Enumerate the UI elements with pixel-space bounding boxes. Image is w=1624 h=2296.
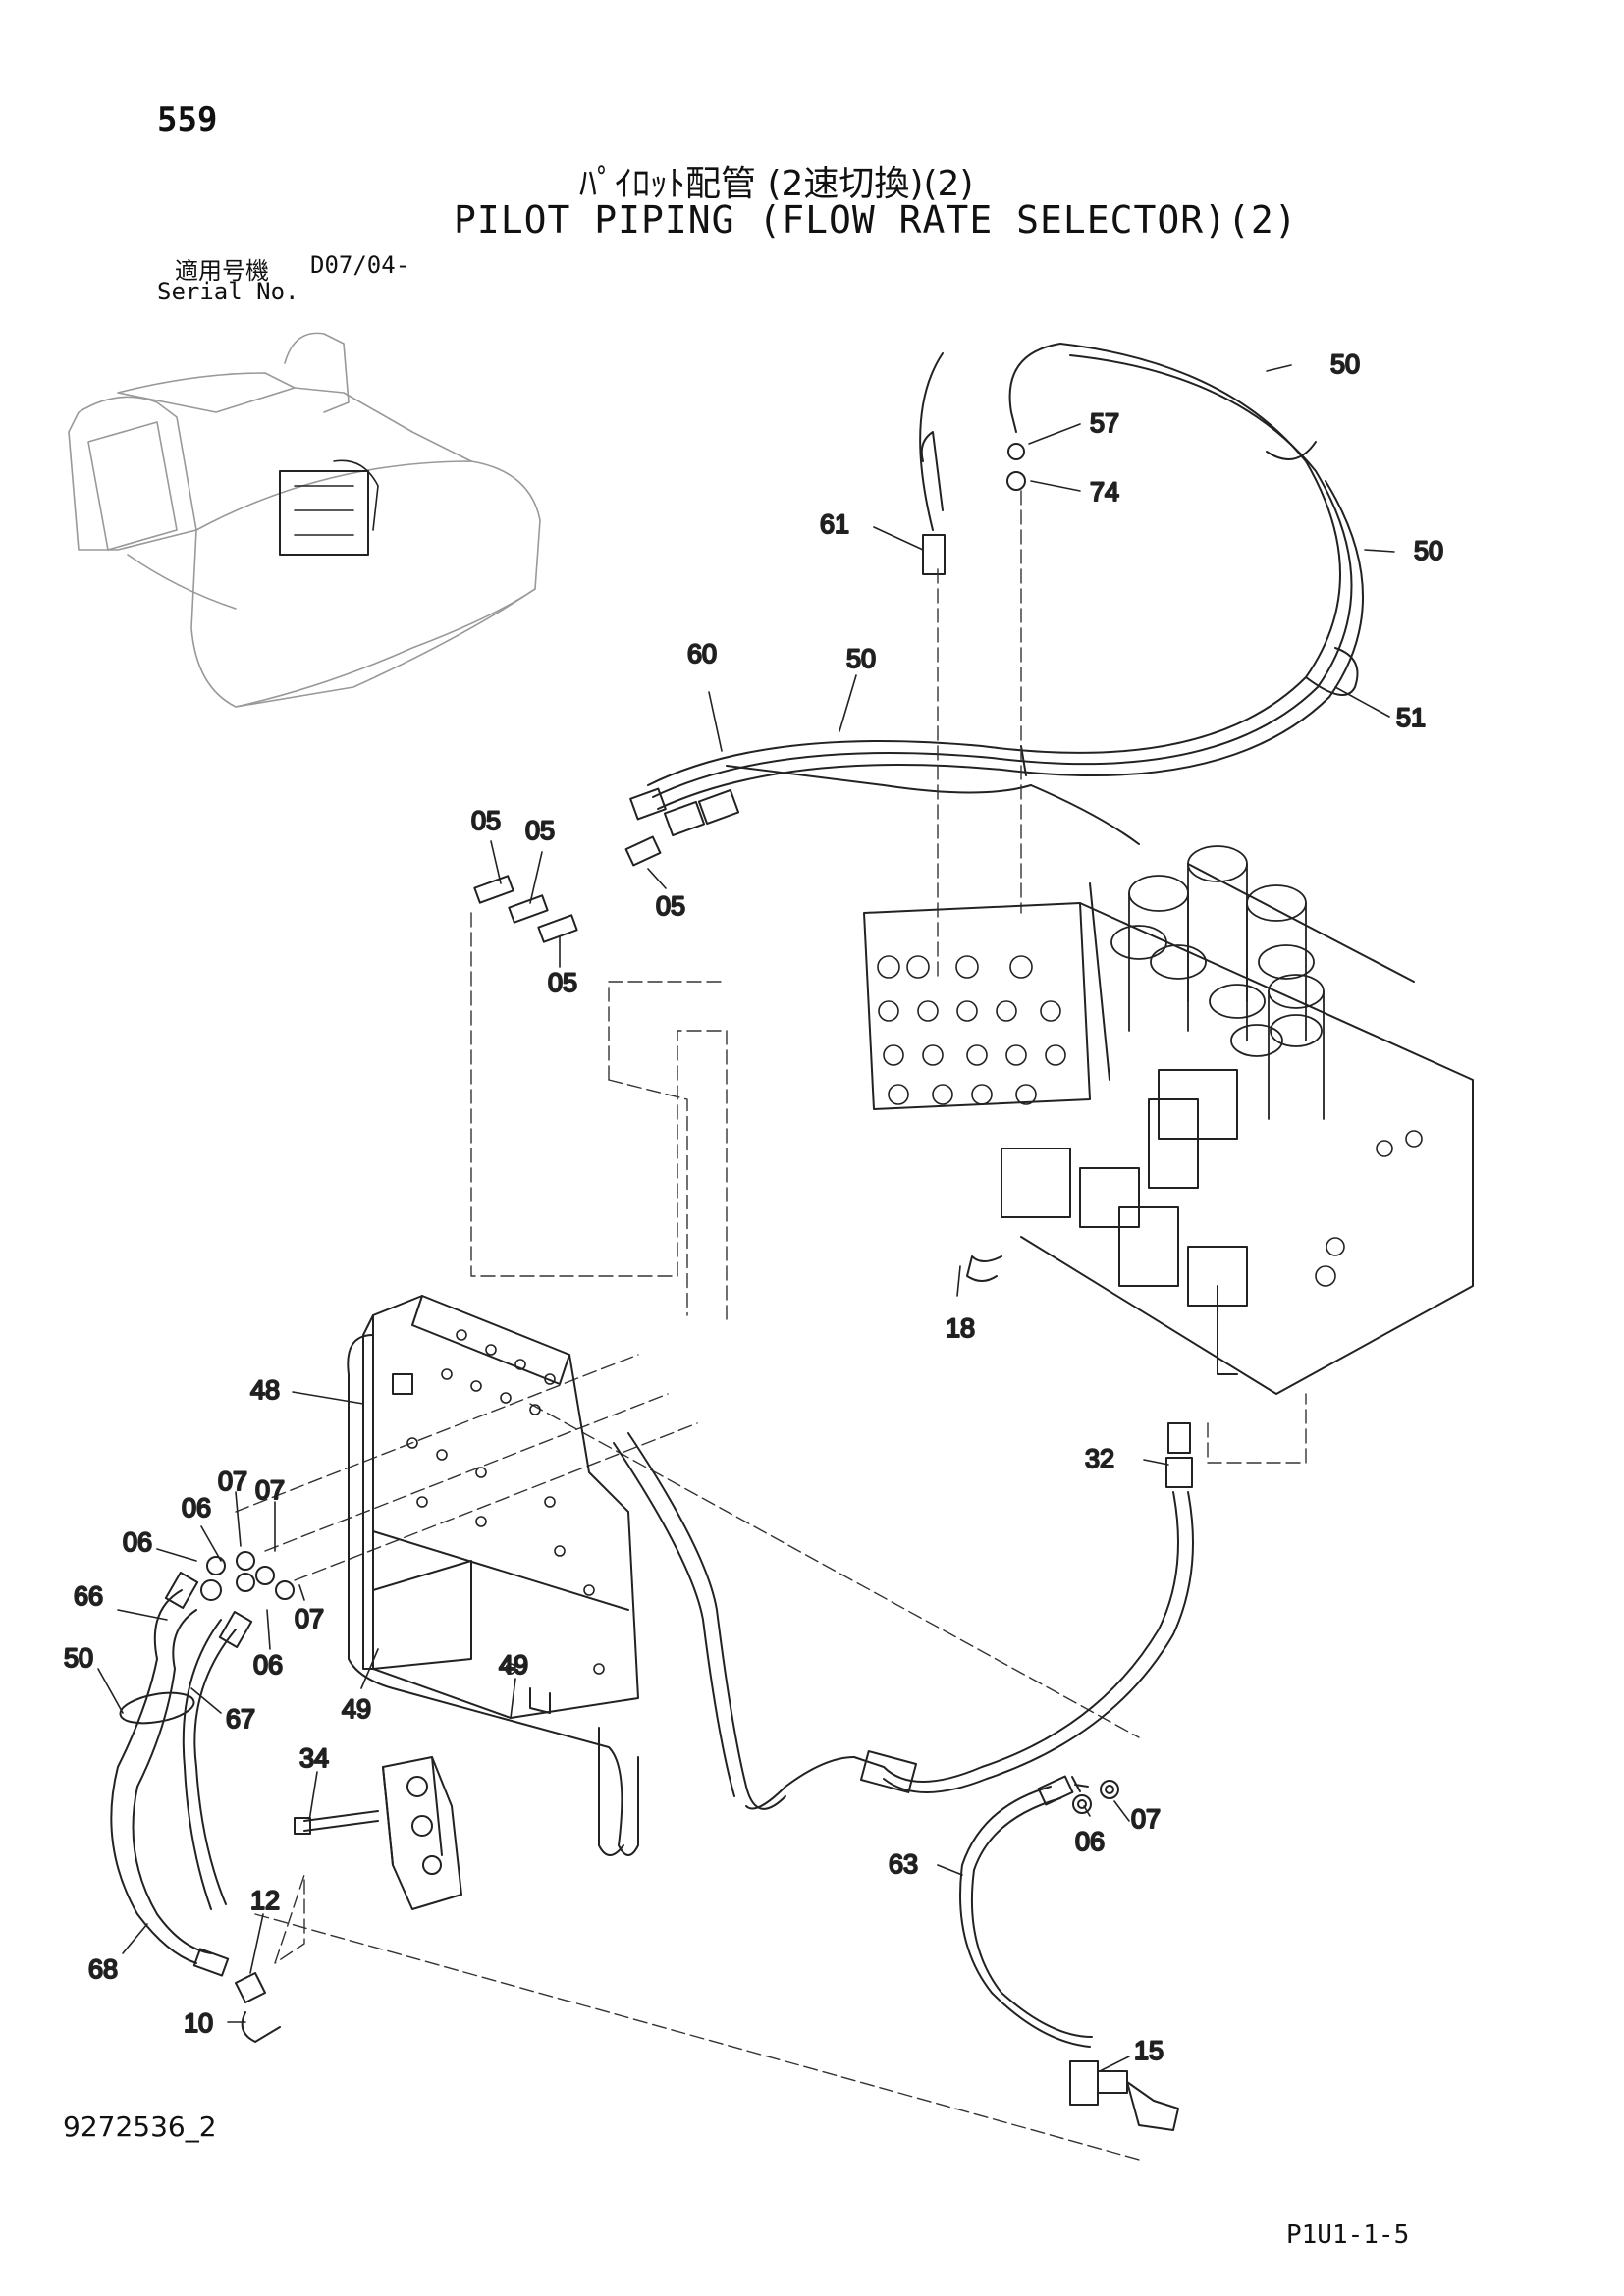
part-label: 06 xyxy=(1075,1827,1105,1856)
title-japanese: ﾊﾟｲﾛｯﾄ配管 (2速切換)(2) xyxy=(579,164,974,204)
part-label: 07 xyxy=(218,1467,247,1496)
part-label: 57 xyxy=(1090,408,1119,438)
part-label: 50 xyxy=(1414,536,1443,565)
hose-end-fittings xyxy=(473,787,740,943)
part-label: 07 xyxy=(255,1475,285,1505)
part-label: 15 xyxy=(1134,2036,1164,2065)
part-label: 18 xyxy=(946,1313,975,1343)
page-code: P1U1-1-5 xyxy=(1286,2220,1410,2250)
sensor-hoses xyxy=(613,1422,1194,2131)
leader-lines xyxy=(97,364,1395,2072)
part-label: 50 xyxy=(1330,349,1360,379)
part-label: 67 xyxy=(226,1704,255,1734)
upper-hose-bundle xyxy=(647,343,1364,845)
part-label: 63 xyxy=(889,1849,918,1879)
part-label: 74 xyxy=(1090,477,1119,507)
part-label: 66 xyxy=(74,1581,103,1611)
selector-valve xyxy=(294,1756,462,1910)
left-hoses xyxy=(110,1551,295,2043)
part-label: 12 xyxy=(250,1886,280,1915)
part-label: 05 xyxy=(548,968,577,997)
part-label: 49 xyxy=(342,1694,371,1724)
part-label: 49 xyxy=(499,1650,528,1680)
part-label: 48 xyxy=(250,1375,280,1405)
part-labels: 50 57 74 61 50 51 60 50 05 05 05 05 18 4… xyxy=(63,348,1444,2066)
part-label: 05 xyxy=(471,806,501,835)
control-valve-assembly xyxy=(863,845,1474,1395)
part-label: 07 xyxy=(1131,1804,1161,1834)
part-label: 05 xyxy=(656,891,685,921)
serial-label-english: Serial No. xyxy=(157,278,299,305)
part-label: 10 xyxy=(184,2008,213,2038)
part-label: 06 xyxy=(123,1527,152,1557)
serial-code: D07/04- xyxy=(310,251,410,279)
serial-label-japanese: 適用号機 xyxy=(175,257,269,285)
title-english: PILOT PIPING (FLOW RATE SELECTOR)(2) xyxy=(454,198,1298,241)
part-label: 34 xyxy=(299,1743,329,1773)
excavator-thumbnail xyxy=(68,332,541,708)
part-label: 05 xyxy=(525,816,555,845)
part-label: 61 xyxy=(820,509,849,539)
part-label: 32 xyxy=(1085,1444,1114,1473)
part-label: 06 xyxy=(253,1650,283,1680)
guide-lines xyxy=(235,490,1307,2161)
part-label: 68 xyxy=(88,1954,118,1984)
part-label: 51 xyxy=(1396,703,1426,732)
part-label: 07 xyxy=(295,1604,324,1633)
page-number: 559 xyxy=(157,100,218,139)
part-label: 06 xyxy=(182,1493,211,1522)
part-label: 50 xyxy=(64,1643,93,1673)
part-label: 60 xyxy=(687,639,717,668)
part-label: 50 xyxy=(846,644,876,673)
mounting-panel xyxy=(347,1295,639,1856)
drawing-number: 9272536_2 xyxy=(63,2110,217,2143)
